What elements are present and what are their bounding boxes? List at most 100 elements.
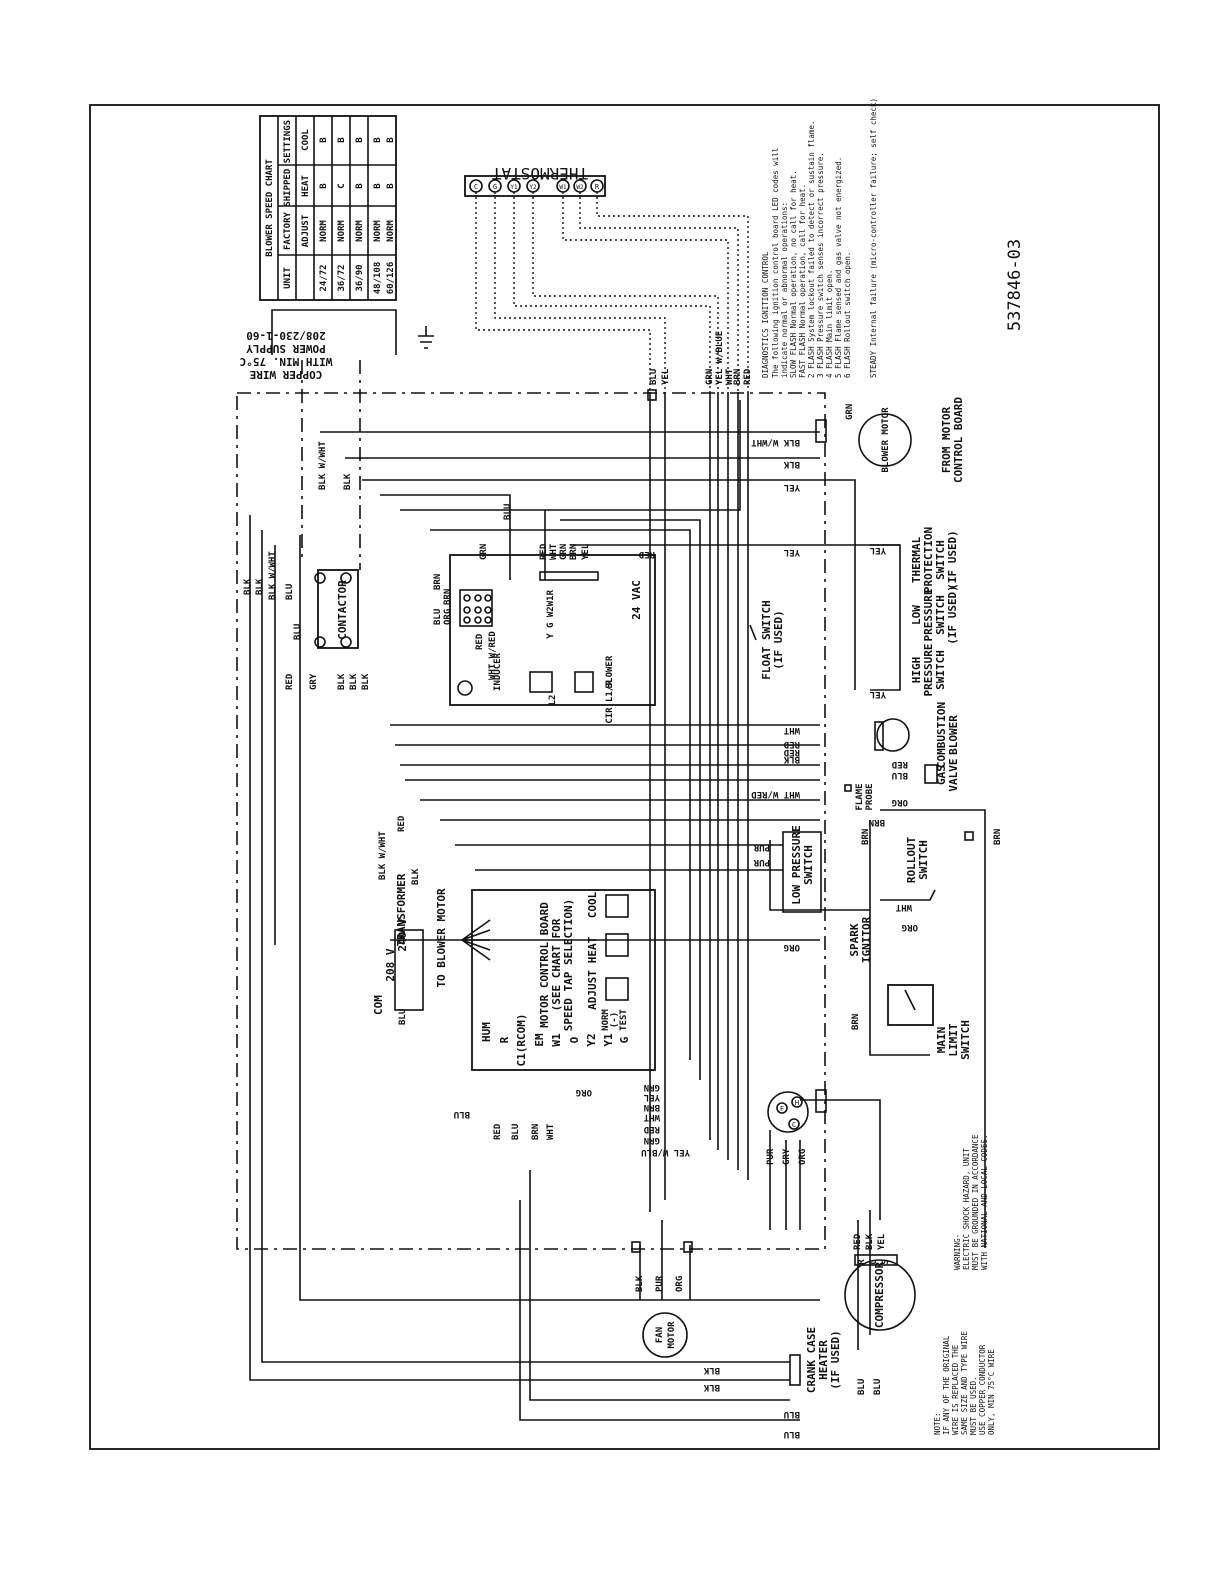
- svg-text:PUR: PUR: [753, 857, 770, 867]
- thermostat: THERMOSTAT C G Y1 Y2 W1 W2 R: [464, 164, 749, 392]
- svg-text:BRN: BRN: [733, 369, 743, 385]
- svg-text:24 VAC: 24 VAC: [630, 580, 643, 620]
- svg-text:B: B: [355, 183, 365, 189]
- svg-text:B: B: [337, 137, 347, 143]
- svg-text:(IF USED): (IF USED): [946, 585, 959, 645]
- svg-text:RED: RED: [539, 543, 549, 560]
- diagnostics-legend: DIAGNOSTICS IGNITION CONTROL The followi…: [761, 98, 878, 378]
- svg-text:SLOW FLASH Normal operation,: SLOW FLASH Normal operation, no call for…: [789, 170, 798, 378]
- svg-text:G: G: [618, 1036, 631, 1043]
- svg-text:BLK W/WHT: BLK W/WHT: [318, 441, 328, 490]
- svg-text:BLK: BLK: [349, 673, 359, 690]
- spark-ignitor: SPARK IGNITOR ORG: [784, 916, 873, 963]
- svg-text:ORG: ORG: [576, 1087, 592, 1097]
- thermostat-terminal: C: [469, 179, 483, 193]
- svg-text:RED: RED: [783, 739, 800, 749]
- svg-text:NOTE:: NOTE:: [933, 1412, 942, 1435]
- svg-text:Y1: Y1: [510, 184, 518, 191]
- svg-text:Y1: Y1: [602, 1033, 615, 1047]
- svg-text:SWITCH: SWITCH: [802, 845, 815, 885]
- svg-text:MOTOR: MOTOR: [667, 1321, 677, 1349]
- svg-text:ORG: ORG: [784, 942, 800, 952]
- svg-text:YEL: YEL: [643, 1092, 660, 1102]
- svg-text:GRN: GRN: [479, 544, 489, 560]
- chart-col-cool: COOL: [301, 129, 311, 151]
- svg-text:ADJUST: ADJUST: [586, 970, 599, 1010]
- svg-text:NORM: NORM: [601, 1009, 611, 1031]
- svg-text:C: C: [474, 183, 478, 191]
- svg-text:B: B: [373, 183, 383, 189]
- svg-text:Y G W2W1R: Y G W2W1R: [546, 589, 556, 638]
- svg-text:BLK: BLK: [703, 1365, 720, 1375]
- ground-icon: [418, 326, 434, 349]
- svg-text:The following ignition control: The following ignition control board LED…: [771, 148, 780, 378]
- svg-text:(IF USED): (IF USED): [829, 1330, 842, 1390]
- svg-text:BLK: BLK: [243, 578, 253, 595]
- svg-text:BLU: BLU: [784, 1429, 800, 1439]
- svg-text:BRN: BRN: [993, 829, 1003, 845]
- svg-text:PRESSURE: PRESSURE: [922, 589, 935, 642]
- svg-text:YEL: YEL: [783, 547, 800, 557]
- svg-text:YEL: YEL: [661, 368, 671, 385]
- svg-text:6 FLASH Rollout switch open.: 6 FLASH Rollout switch open.: [843, 252, 852, 378]
- svg-text:BLK W/WHT: BLK W/WHT: [751, 437, 800, 447]
- svg-text:(SEE CHART FOR: (SEE CHART FOR: [550, 918, 563, 1011]
- svg-text:YEL W/BLUE: YEL W/BLUE: [715, 331, 725, 385]
- svg-text:PROTECTION: PROTECTION: [922, 527, 935, 593]
- svg-text:R: R: [857, 1259, 867, 1265]
- chart-row: 48/108 NORM B B: [373, 137, 383, 295]
- svg-text:BLK: BLK: [411, 868, 421, 885]
- svg-text:NORM: NORM: [337, 220, 347, 242]
- svg-text:RED: RED: [743, 368, 753, 385]
- svg-text:BRN: BRN: [861, 829, 871, 845]
- svg-text:B: B: [319, 137, 329, 143]
- svg-text:W2: W2: [576, 184, 584, 191]
- svg-text:G: G: [493, 183, 497, 191]
- svg-text:RED: RED: [638, 549, 655, 559]
- svg-text:YEL: YEL: [877, 1233, 887, 1250]
- run-capacitor: F C H PUR GRY ORG: [766, 1091, 809, 1165]
- svg-text:NORM: NORM: [386, 220, 396, 242]
- svg-text:HUM: HUM: [480, 1022, 493, 1042]
- svg-text:BRN: BRN: [443, 589, 453, 605]
- svg-text:PUR: PUR: [655, 1275, 665, 1292]
- svg-text:BRN: BRN: [644, 1102, 660, 1112]
- svg-text:WHT: WHT: [725, 368, 735, 385]
- svg-text:BLU: BLU: [873, 1379, 883, 1395]
- contactor: CONTACTOR: [314, 569, 359, 649]
- svg-text:FLAME: FLAME: [855, 783, 865, 810]
- svg-text:RED: RED: [783, 747, 800, 757]
- svg-text:YEL: YEL: [581, 543, 591, 560]
- chart-row: 36/72 NORM C B: [337, 137, 347, 292]
- svg-text:TRANSFORMER: TRANSFORMER: [395, 873, 408, 946]
- chart-row: 24/72 NORM B B: [319, 137, 329, 292]
- svg-text:BLK W/WHT: BLK W/WHT: [268, 551, 278, 600]
- svg-text:YEL W/BLU: YEL W/BLU: [641, 1147, 690, 1157]
- gas-valve: GAS VALVE RED BLU: [891, 758, 960, 791]
- svg-text:BLK: BLK: [361, 673, 371, 690]
- diagram-frame: [89, 104, 1160, 1450]
- svg-text:BLK: BLK: [783, 459, 800, 469]
- svg-text:HEAT: HEAT: [586, 936, 599, 963]
- safety-switches: THERMAL PROTECTION SWITCH (IF USED) LOW …: [869, 527, 959, 699]
- svg-text:Y2: Y2: [529, 184, 537, 191]
- svg-text:IF ANY OF THE ORIGINAL: IF ANY OF THE ORIGINAL: [942, 1335, 951, 1435]
- svg-text:indicate normal or abnormal op: indicate normal or abnormal operations:: [780, 202, 789, 378]
- power-supply-note: 208/230-1-60 POWER SUPPLY WITH MIN. 75°C…: [240, 309, 434, 381]
- svg-text:5 FLASH Flame sensed and gas: 5 FLASH Flame sensed and gas valve not e…: [834, 157, 843, 378]
- svg-text:WITH MIN. 75°C: WITH MIN. 75°C: [240, 355, 333, 368]
- svg-text:COMBUSTION: COMBUSTION: [935, 702, 948, 768]
- svg-text:NORM: NORM: [319, 220, 329, 242]
- svg-text:RED: RED: [891, 759, 908, 769]
- svg-text:BLK: BLK: [337, 673, 347, 690]
- drawing-number: 537846-03: [1005, 239, 1025, 331]
- svg-text:WHT W/RED: WHT W/RED: [488, 631, 498, 680]
- svg-text:YEL: YEL: [783, 482, 800, 492]
- svg-text:Y2: Y2: [585, 1033, 598, 1046]
- svg-text:ORG: ORG: [902, 922, 918, 932]
- svg-text:S: S: [881, 1259, 891, 1264]
- svg-text:L2: L2: [548, 695, 558, 706]
- svg-text:RED: RED: [475, 633, 485, 650]
- svg-text:RED: RED: [643, 1124, 660, 1134]
